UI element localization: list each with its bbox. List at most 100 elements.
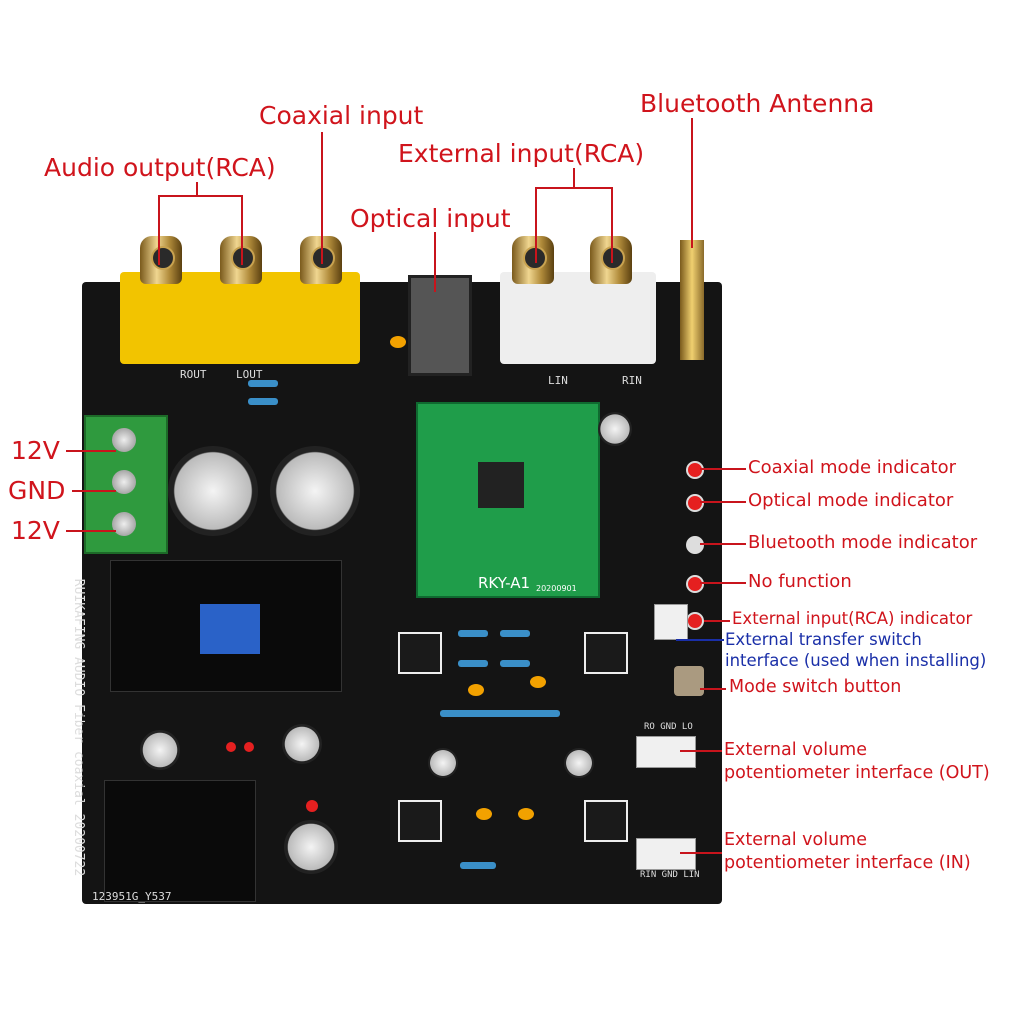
- capacitor: [564, 748, 594, 778]
- label-no-function: No function: [748, 571, 852, 592]
- resistor: [458, 660, 488, 667]
- heatsink: [104, 780, 256, 902]
- power-led: [226, 742, 236, 752]
- silk-rin-gnd-lin: RIN GND LIN: [640, 870, 700, 880]
- silk-lout: LOUT: [236, 368, 263, 381]
- silk-lin: LIN: [548, 374, 568, 387]
- op-amp-ic: [584, 632, 628, 674]
- label-external-input: External input(RCA): [398, 139, 645, 168]
- trim-potentiometer: [200, 604, 260, 654]
- ceramic-capacitor: [518, 808, 534, 820]
- capacitor: [598, 412, 632, 446]
- callout-line: [573, 168, 575, 188]
- module-date: 20200901: [536, 584, 577, 593]
- resistor: [500, 630, 530, 637]
- callout-line: [241, 195, 243, 265]
- callout-line: [676, 639, 724, 641]
- callout-line: [434, 232, 436, 292]
- external-input-led: [686, 612, 704, 630]
- module-name: RKY-A1: [478, 574, 530, 592]
- label-volume-in-line2: potentiometer interface (IN): [724, 853, 971, 873]
- callout-line: [535, 187, 613, 189]
- op-amp-ic: [584, 800, 628, 842]
- silk-rout: ROUT: [180, 368, 207, 381]
- label-12v-bottom: 12V: [11, 516, 60, 545]
- label-bluetooth-indicator: Bluetooth mode indicator: [748, 532, 978, 553]
- label-bluetooth-antenna: Bluetooth Antenna: [640, 89, 875, 118]
- callout-line: [535, 187, 537, 263]
- terminal-screw: [112, 428, 136, 452]
- callout-line: [72, 490, 116, 492]
- label-transfer-switch-line1: External transfer switch: [725, 630, 922, 649]
- label-volume-out-line1: External volume: [724, 740, 867, 760]
- terminal-screw: [112, 512, 136, 536]
- resistor-array: [440, 710, 560, 717]
- capacitor: [140, 730, 180, 770]
- ceramic-capacitor: [468, 684, 484, 696]
- capacitor: [428, 748, 458, 778]
- callout-line: [321, 132, 323, 264]
- bluetooth-antenna-connector: [680, 240, 704, 360]
- label-coaxial-input: Coaxial input: [259, 101, 424, 130]
- callout-line: [700, 688, 726, 690]
- audio-output-coaxial-jack-block: [120, 272, 360, 364]
- label-volume-in-line1: External volume: [724, 830, 867, 850]
- bluetooth-led: [686, 536, 704, 554]
- silk-rin: RIN: [622, 374, 642, 387]
- callout-line: [700, 543, 746, 545]
- label-12v-top: 12V: [11, 436, 60, 465]
- resistor: [458, 630, 488, 637]
- power-led: [244, 742, 254, 752]
- callout-line: [158, 195, 160, 265]
- resistor: [248, 380, 278, 387]
- volume-in-connector: [636, 838, 696, 870]
- optical-input-port: [408, 275, 472, 376]
- external-input-jack-block: [500, 272, 656, 364]
- label-optical-input: Optical input: [350, 204, 511, 233]
- capacitor: [168, 446, 258, 536]
- ceramic-capacitor: [530, 676, 546, 688]
- op-amp-ic: [398, 800, 442, 842]
- resistor: [460, 862, 496, 869]
- unused-led: [686, 575, 704, 593]
- resistor: [248, 398, 278, 405]
- callout-line: [700, 582, 746, 584]
- module-chip: [478, 462, 524, 508]
- label-gnd: GND: [8, 476, 66, 505]
- rca-jack-rout: [140, 236, 182, 284]
- callout-line: [158, 195, 242, 197]
- silk-ro-gnd-lo: RO GND LO: [644, 722, 693, 732]
- transfer-switch-connector: [654, 604, 688, 640]
- ceramic-capacitor: [476, 808, 492, 820]
- label-transfer-switch: External transfer switch interface (used…: [725, 629, 986, 671]
- callout-line: [700, 468, 746, 470]
- silk-brand: RUIKAFING AUDIO Fiber coaxial 20200722: [71, 578, 87, 877]
- optical-led: [686, 494, 704, 512]
- capacitor: [284, 820, 338, 874]
- callout-line: [611, 187, 613, 263]
- callout-line: [700, 501, 746, 503]
- resistor: [500, 660, 530, 667]
- label-volume-out-line2: potentiometer interface (OUT): [724, 763, 990, 783]
- label-volume-out: External volume potentiometer interface …: [724, 739, 990, 785]
- mode-switch-button: [674, 666, 704, 696]
- capacitor: [282, 724, 322, 764]
- ceramic-capacitor: [390, 336, 406, 348]
- volume-out-connector: [636, 736, 696, 768]
- op-amp-ic: [398, 632, 442, 674]
- label-transfer-switch-line2: interface (used when installing): [725, 651, 987, 670]
- label-optical-indicator: Optical mode indicator: [748, 490, 954, 511]
- label-mode-switch: Mode switch button: [729, 677, 902, 697]
- rca-jack-lin: [512, 236, 554, 284]
- callout-line: [66, 450, 116, 452]
- callout-line: [196, 182, 198, 196]
- callout-line: [66, 530, 116, 532]
- coaxial-led: [686, 461, 704, 479]
- label-external-rca-indicator: External input(RCA) indicator: [732, 609, 973, 628]
- callout-line: [704, 620, 730, 622]
- callout-line: [680, 852, 722, 854]
- terminal-screw: [112, 470, 136, 494]
- label-audio-output: Audio output(RCA): [44, 153, 276, 182]
- power-led: [306, 800, 318, 812]
